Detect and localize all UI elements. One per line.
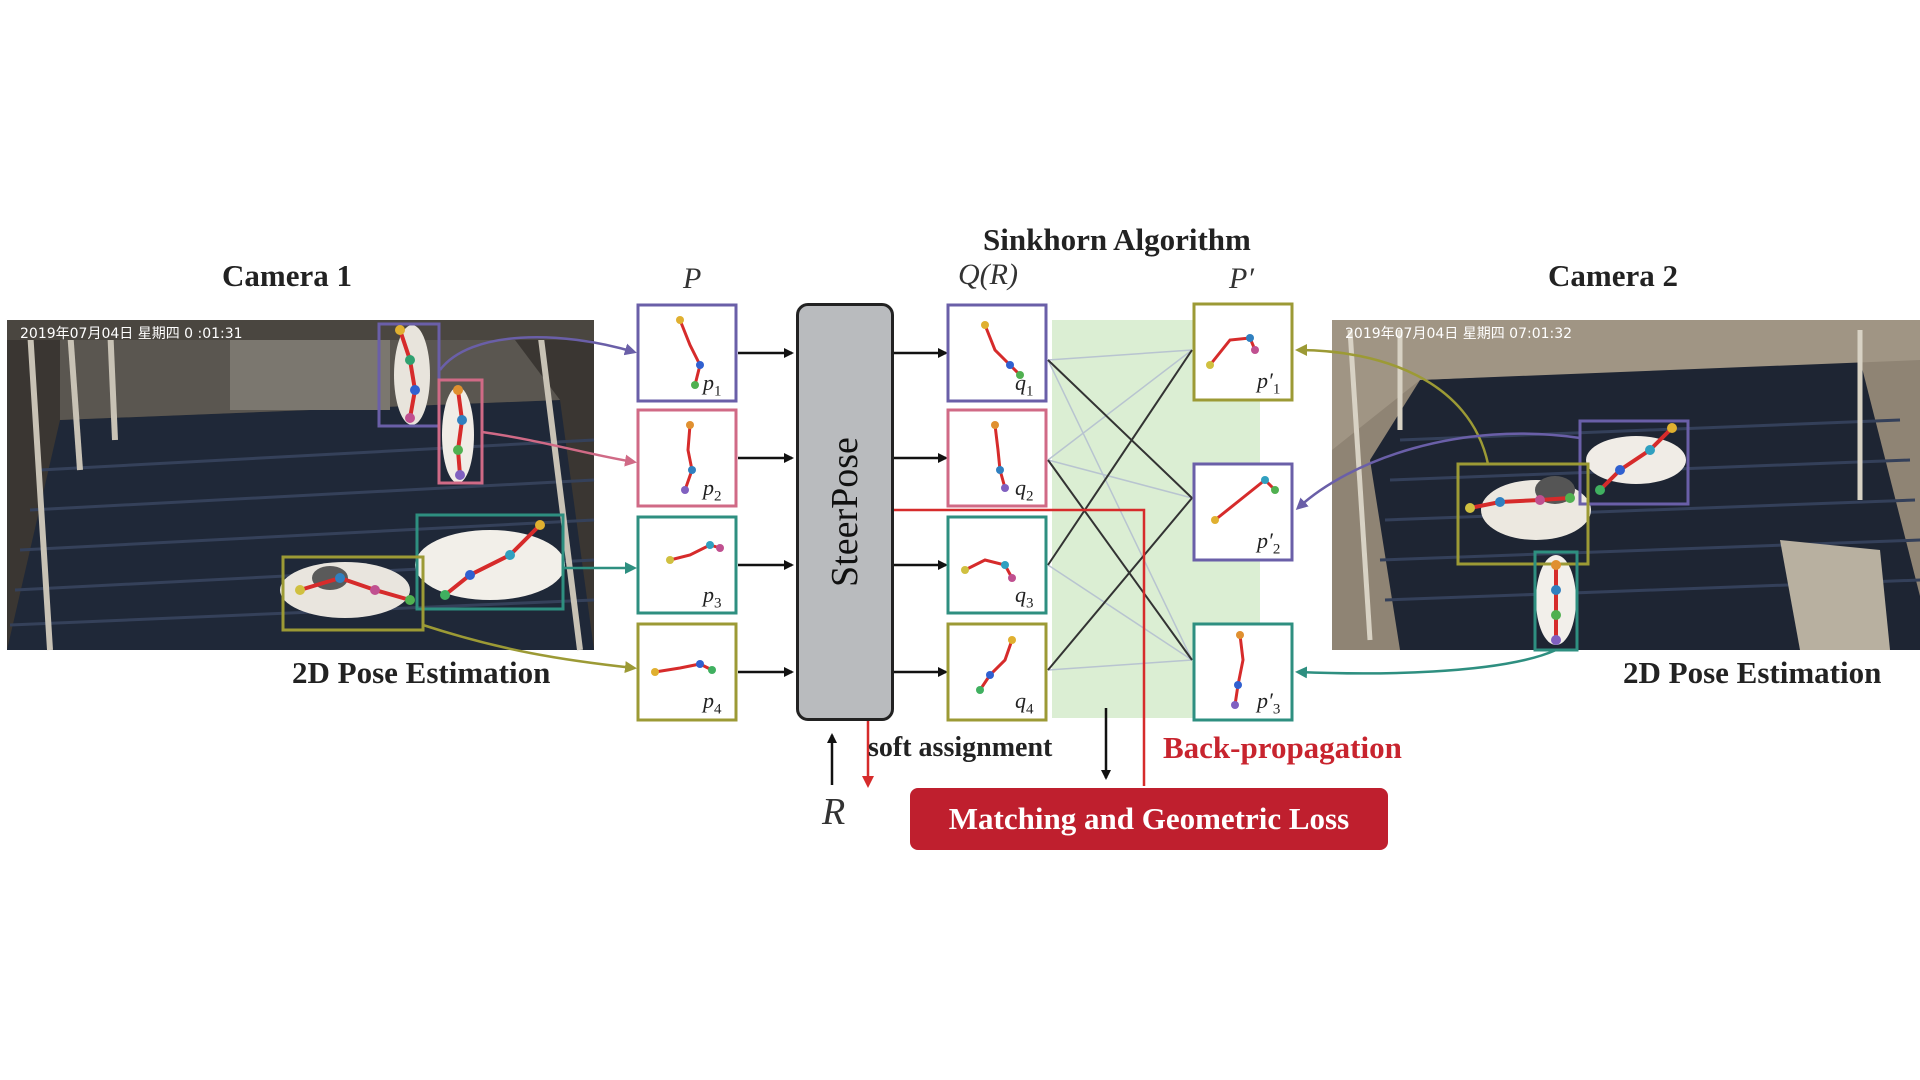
steerpose-label: SteerPose (824, 437, 866, 587)
label-q1: q1 (1015, 370, 1034, 400)
rotation-R-label: R (822, 791, 846, 833)
label-pprime2: p′2 (1257, 528, 1281, 558)
pose-box-q3 (946, 515, 1048, 615)
pose-box-q4 (946, 622, 1048, 722)
camera1-image: 2019年07月04日 星期四 0 :01:31 (7, 320, 595, 651)
column-header-P: P (683, 262, 702, 295)
camera2-to-Pprime-arrows (1295, 344, 1581, 679)
matching-geometric-loss-box: Matching and Geometric Loss (910, 788, 1388, 850)
pose-box-pprime1 (1192, 302, 1294, 402)
pose-box-p1 (636, 303, 738, 403)
camera1-title: Camera 1 (222, 258, 352, 293)
label-q4: q4 (1015, 688, 1034, 718)
sinkhorn-title: Sinkhorn Algorithm (983, 222, 1251, 257)
label-q2: q2 (1015, 475, 1034, 505)
pose-box-p3 (636, 515, 738, 615)
steerpose-block: SteerPose (796, 303, 894, 721)
pose-estimation-right: 2D Pose Estimation (1623, 655, 1882, 690)
pose-skeletons (654, 319, 1277, 706)
camera-to-P-arrows (422, 336, 637, 673)
camera2-image: 2019年07月04日 星期四 07:01:32 (1332, 320, 1920, 652)
flow-arrows (738, 348, 1111, 785)
label-p4: p4 (703, 688, 722, 718)
label-q3: q3 (1015, 582, 1034, 612)
back-propagation-label: Back-propagation (1163, 730, 1402, 765)
pose-box-pprime3 (1192, 622, 1294, 722)
soft-assignment-label: soft assignment (868, 732, 1053, 763)
pose-estimation-left: 2D Pose Estimation (292, 655, 551, 690)
pose-boxes (636, 302, 1294, 722)
pose-joints (651, 316, 1279, 709)
label-p1: p1 (703, 370, 722, 400)
column-header-Pprime: P′ (1229, 262, 1254, 295)
pose-box-pprime2 (1192, 462, 1294, 562)
label-pprime3: p′3 (1257, 688, 1281, 718)
label-p2: p2 (703, 475, 722, 505)
label-p3: p3 (703, 582, 722, 612)
matching-lines (1047, 349, 1193, 671)
camera1-timestamp: 2019年07月04日 星期四 0 :01:31 (20, 326, 243, 342)
camera2-title: Camera 2 (1548, 258, 1678, 293)
label-pprime1: p′1 (1257, 368, 1281, 398)
column-header-Q: Q(R) (958, 258, 1018, 291)
camera2-timestamp: 2019年07月04日 星期四 07:01:32 (1345, 326, 1572, 342)
